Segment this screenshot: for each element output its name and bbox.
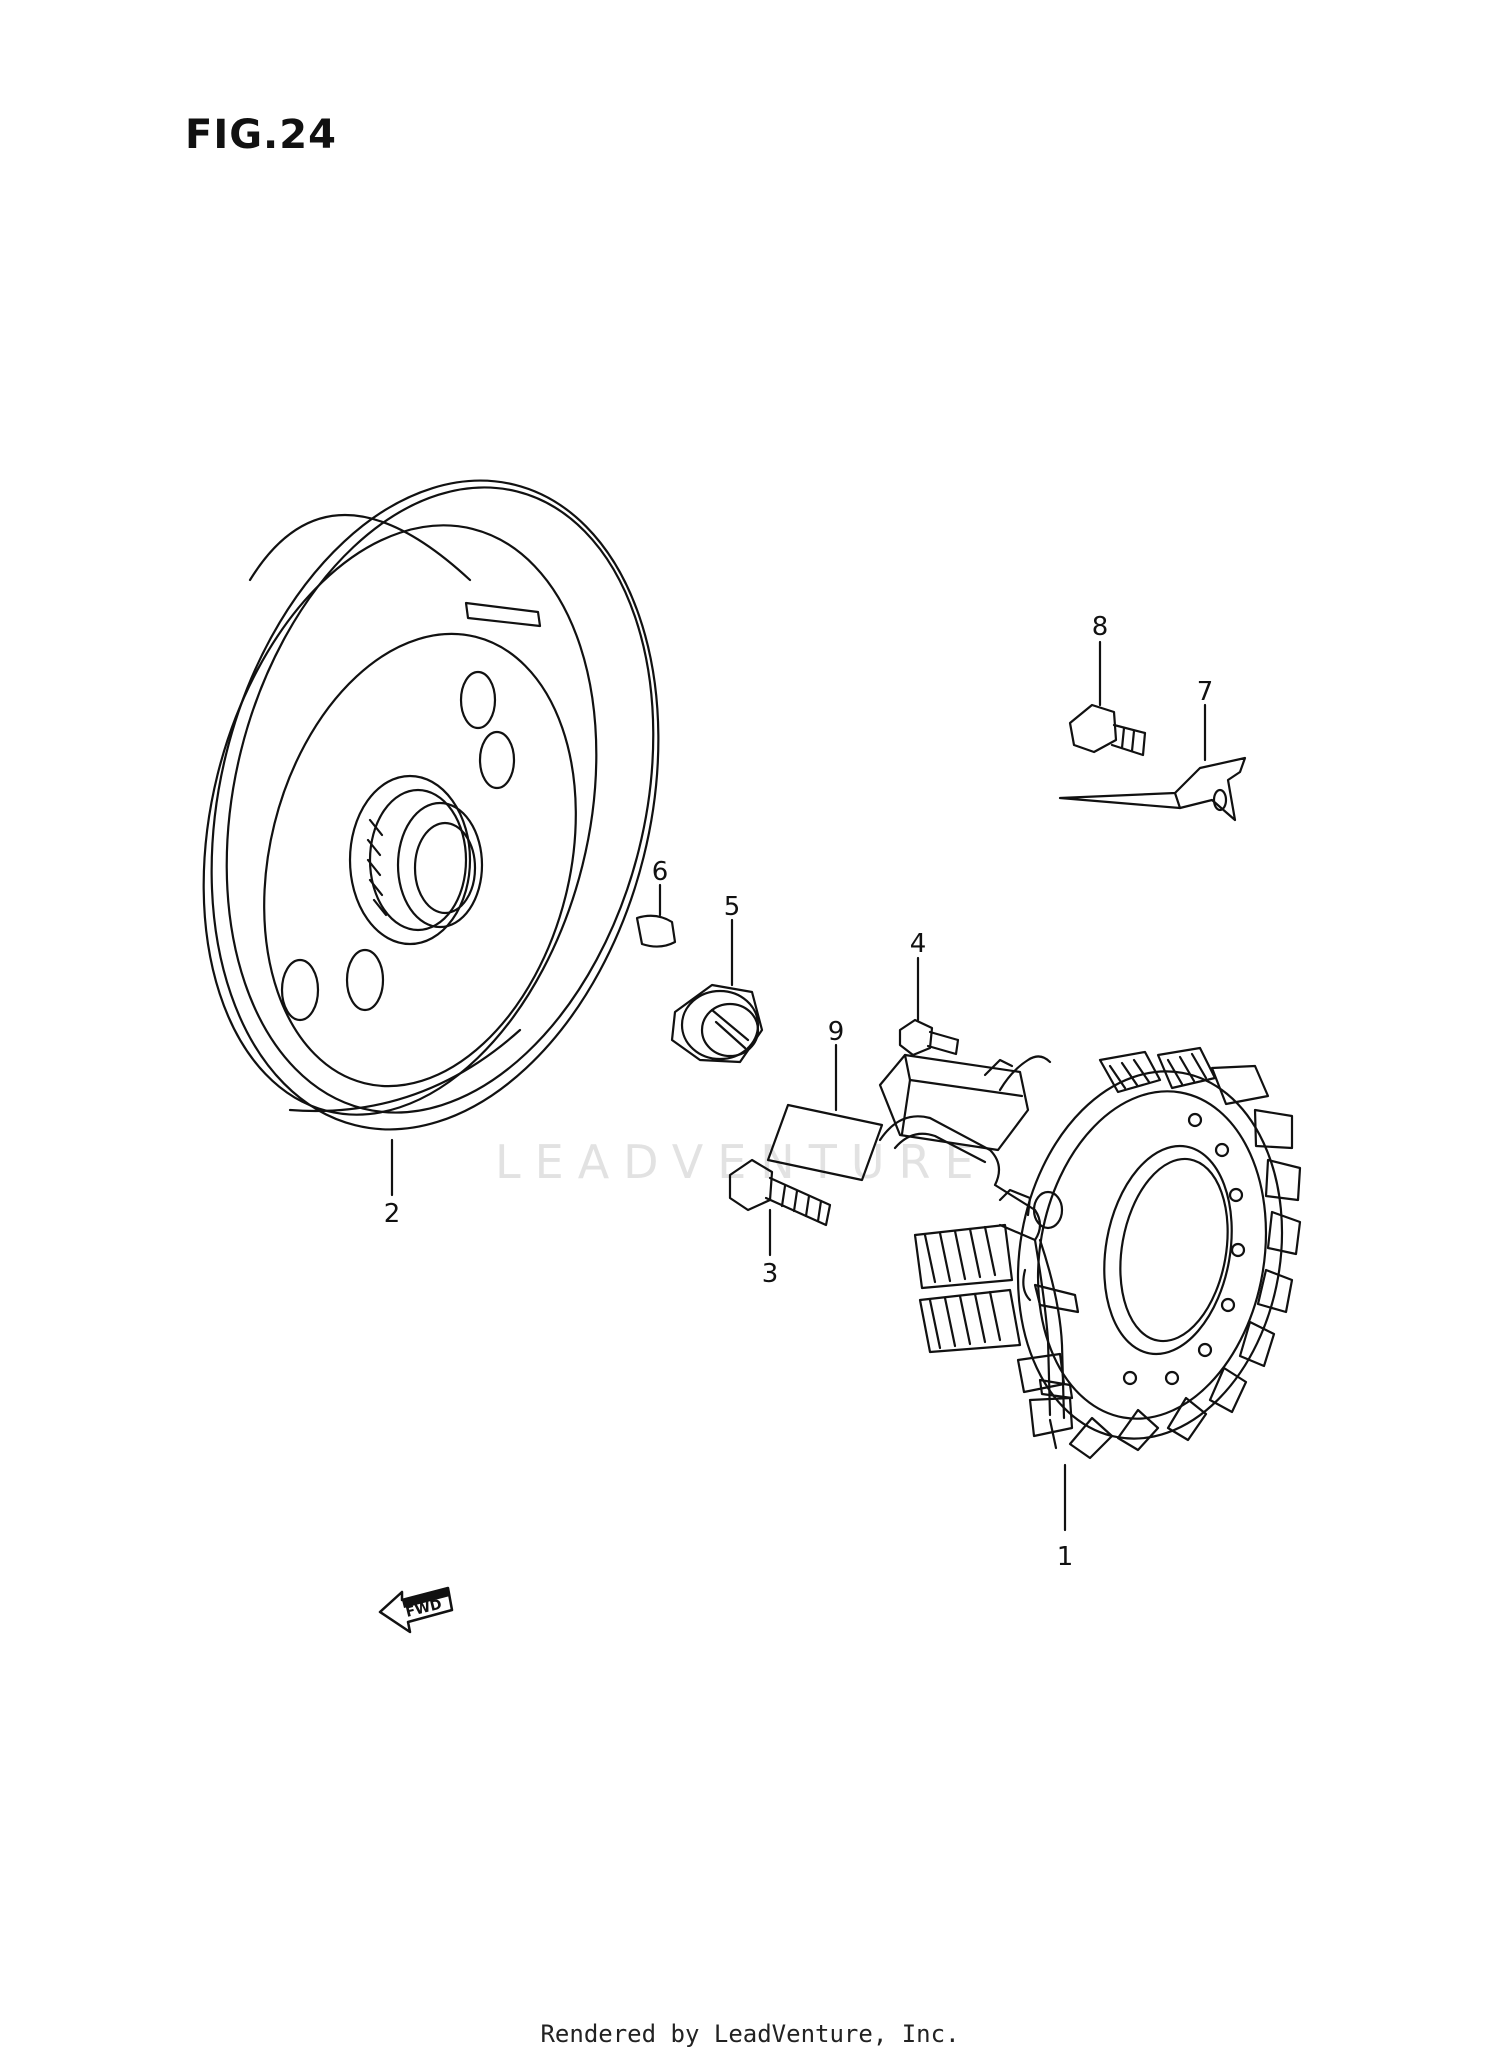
fwd-arrow-icon: FWD	[378, 1586, 454, 1634]
nut-drawing	[670, 983, 764, 1064]
callout-6: 6	[652, 857, 669, 887]
callout-9: 9	[828, 1017, 845, 1047]
stator-drawing	[878, 1046, 1302, 1460]
rotor-drawing	[202, 479, 660, 1131]
footer-credit: Rendered by LeadVenture, Inc.	[540, 2020, 960, 2048]
watermark: LEADVENTURE	[495, 1135, 988, 1189]
bolt-8-drawing	[1068, 703, 1147, 757]
callout-3: 3	[762, 1259, 779, 1289]
callout-1: 1	[1057, 1542, 1074, 1572]
screw-4-drawing	[898, 1018, 960, 1057]
leader-lines	[390, 640, 1207, 1532]
callout-8: 8	[1092, 612, 1109, 642]
label-drawing	[766, 1103, 884, 1182]
callout-5: 5	[724, 892, 741, 922]
clamp-drawing	[1058, 756, 1247, 822]
callout-2: 2	[384, 1199, 401, 1229]
callout-4: 4	[910, 929, 927, 959]
callout-7: 7	[1197, 677, 1214, 707]
bolt-3-drawing	[728, 1158, 832, 1227]
key-drawing	[635, 914, 677, 948]
figure-title: FIG.24	[185, 112, 337, 158]
callout-labels: 1 2 3 4 5 6 7 8 9	[384, 612, 1214, 1572]
